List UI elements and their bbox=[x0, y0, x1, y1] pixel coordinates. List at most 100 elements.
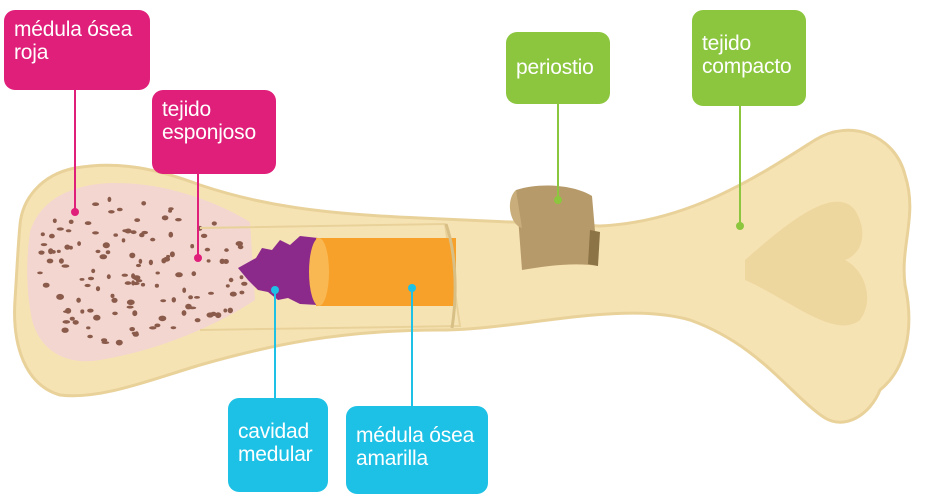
spongy-speck bbox=[41, 232, 45, 236]
spongy-speck bbox=[37, 272, 43, 275]
spongy-speck bbox=[66, 229, 72, 232]
spongy-speck bbox=[125, 281, 132, 285]
dot-medula-amarilla bbox=[408, 284, 416, 292]
dot-periostio bbox=[554, 196, 562, 204]
spongy-speck bbox=[77, 241, 81, 246]
label-tejido-compacto: tejido compacto bbox=[692, 10, 806, 106]
label-medula-osea-roja: médula ósea roja bbox=[4, 10, 150, 90]
spongy-speck bbox=[111, 294, 115, 298]
spongy-speck bbox=[132, 310, 137, 316]
spongy-speck bbox=[125, 229, 132, 234]
spongy-speck bbox=[188, 307, 196, 310]
spongy-speck bbox=[113, 233, 118, 236]
label-cavidad-medular: cavidad medular bbox=[228, 398, 328, 492]
label-medula-osea-amarilla: médula ósea amarilla bbox=[346, 406, 488, 494]
label-text: medular bbox=[238, 443, 318, 466]
spongy-speck bbox=[103, 242, 110, 248]
label-text: amarilla bbox=[356, 447, 478, 470]
spongy-speck bbox=[192, 271, 197, 276]
spongy-speck bbox=[129, 327, 135, 331]
spongy-speck bbox=[127, 306, 134, 309]
spongy-speck bbox=[162, 215, 169, 220]
spongy-speck bbox=[38, 251, 44, 255]
spongy-speck bbox=[107, 274, 111, 279]
label-text: roja bbox=[14, 41, 140, 64]
spongy-speck bbox=[170, 251, 175, 257]
spongy-speck bbox=[212, 221, 217, 225]
label-text: esponjoso bbox=[162, 121, 266, 144]
spongy-speck bbox=[190, 244, 194, 248]
spongy-speck bbox=[141, 283, 145, 287]
spongy-speck bbox=[86, 326, 90, 329]
spongy-speck bbox=[194, 296, 200, 299]
spongy-speck bbox=[117, 208, 123, 212]
spongy-speck bbox=[48, 248, 53, 254]
spongy-speck bbox=[127, 300, 135, 306]
label-tejido-esponjoso: tejido esponjoso bbox=[152, 90, 276, 174]
dot-medula-roja bbox=[71, 208, 79, 216]
spongy-speck bbox=[102, 341, 110, 344]
spongy-speck bbox=[159, 316, 167, 322]
spongy-speck bbox=[85, 284, 91, 287]
spongy-speck bbox=[108, 197, 112, 202]
spongy-speck bbox=[135, 331, 139, 335]
spongy-speck bbox=[53, 219, 57, 224]
spongy-speck bbox=[106, 250, 111, 254]
spongy-speck bbox=[205, 248, 210, 252]
spongy-speck bbox=[182, 288, 186, 293]
spongy-speck bbox=[100, 254, 108, 259]
spongy-speck bbox=[208, 292, 214, 295]
spongy-speck bbox=[188, 295, 193, 299]
spongy-speck bbox=[57, 227, 64, 230]
label-text: tejido bbox=[702, 32, 796, 55]
spongy-speck bbox=[215, 312, 221, 318]
spongy-speck bbox=[168, 209, 172, 213]
spongy-speck bbox=[228, 308, 233, 314]
spongy-speck bbox=[201, 234, 207, 238]
spongy-speck bbox=[134, 218, 140, 222]
spongy-speck bbox=[154, 324, 160, 328]
spongy-speck bbox=[49, 234, 55, 239]
yellow-marrow-end bbox=[309, 238, 329, 306]
spongy-speck bbox=[73, 320, 79, 325]
spongy-speck bbox=[96, 286, 100, 291]
spongy-speck bbox=[141, 201, 146, 205]
spongy-speck bbox=[224, 248, 229, 252]
spongy-speck bbox=[136, 264, 141, 267]
spongy-speck bbox=[182, 310, 187, 316]
spongy-speck bbox=[112, 312, 118, 316]
spongy-speck bbox=[156, 272, 160, 275]
spongy-speck bbox=[85, 221, 92, 225]
spongy-speck bbox=[169, 232, 174, 238]
spongy-speck bbox=[69, 220, 74, 224]
spongy-speck bbox=[64, 245, 70, 250]
spongy-speck bbox=[96, 250, 101, 253]
spongy-speck bbox=[136, 279, 143, 282]
yellow-marrow bbox=[316, 238, 456, 306]
label-text: cavidad bbox=[238, 420, 318, 443]
spongy-speck bbox=[47, 259, 54, 264]
spongy-speck bbox=[207, 312, 214, 317]
spongy-speck bbox=[70, 317, 75, 321]
label-text: médula ósea bbox=[356, 424, 478, 447]
spongy-speck bbox=[122, 238, 126, 242]
spongy-speck bbox=[59, 258, 64, 263]
spongy-speck bbox=[223, 309, 227, 313]
spongy-speck bbox=[43, 283, 50, 288]
spongy-speck bbox=[149, 260, 153, 266]
spongy-speck bbox=[171, 326, 177, 329]
dot-cavidad-medular bbox=[271, 286, 279, 294]
label-text: médula ósea bbox=[14, 18, 140, 41]
spongy-speck bbox=[87, 309, 93, 313]
label-text: compacto bbox=[702, 55, 796, 78]
spongy-speck bbox=[62, 264, 70, 267]
spongy-speck bbox=[166, 255, 170, 258]
label-periostio: periostio bbox=[506, 32, 610, 104]
spongy-speck bbox=[150, 238, 155, 242]
spongy-speck bbox=[226, 284, 230, 287]
spongy-speck bbox=[239, 291, 244, 295]
spongy-speck bbox=[236, 241, 243, 246]
spongy-speck bbox=[175, 218, 182, 221]
dot-tejido-compacto bbox=[736, 222, 744, 230]
spongy-speck bbox=[63, 320, 71, 324]
